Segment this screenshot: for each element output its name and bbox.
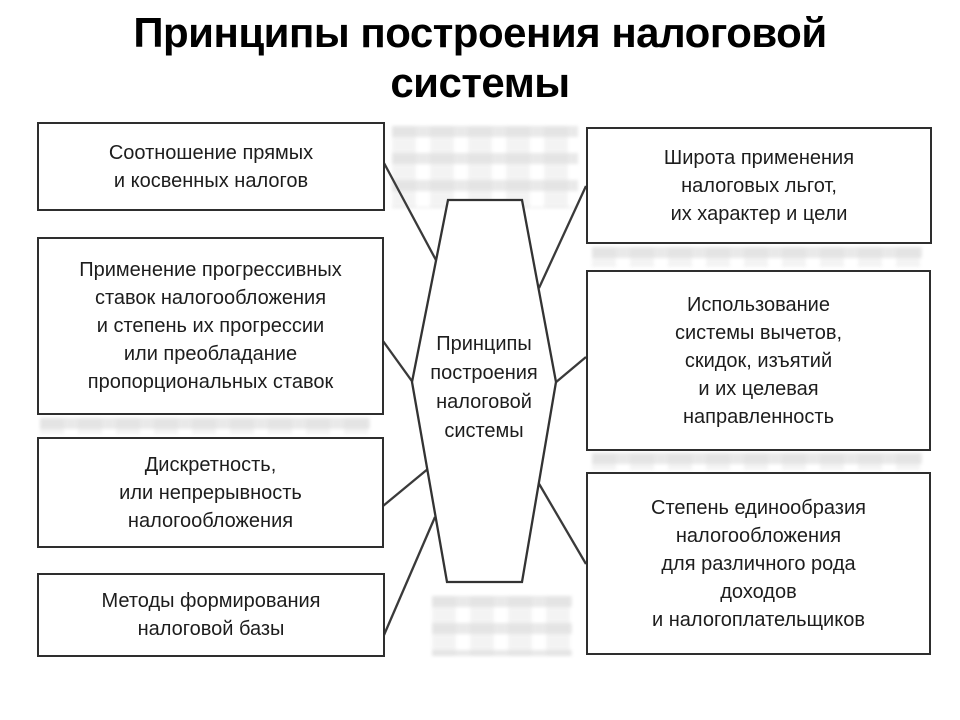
- scan-artifact: [592, 247, 922, 267]
- scan-artifact: [592, 453, 922, 470]
- principle-box-discreteness: Дискретность, или непрерывность налогооб…: [37, 437, 384, 548]
- principle-box-tax-base-methods: Методы формирования налоговой базы: [37, 573, 385, 657]
- connector-left-1: [382, 162, 439, 263]
- center-hexagon: [410, 198, 558, 584]
- scan-artifact: [392, 126, 578, 208]
- page-title: Принципы построения налоговой системы: [133, 9, 827, 106]
- scan-artifact: [40, 418, 370, 434]
- connector-left-4: [382, 516, 437, 636]
- connector-right-3: [537, 481, 587, 565]
- principle-box-deductions-system: Использование системы вычетов, скидок, и…: [586, 270, 931, 451]
- principle-box-progressive-rates: Применение прогрессивных ставок налогооб…: [37, 237, 384, 415]
- scan-artifact: [432, 596, 572, 656]
- connector-right-1: [537, 185, 588, 289]
- principle-box-uniformity-degree: Степень единообразия налогообложения для…: [586, 472, 931, 655]
- connector-left-2: [382, 340, 415, 385]
- principle-box-direct-indirect-taxes: Соотношение прямых и косвенных налогов: [37, 122, 385, 211]
- connector-right-2: [554, 356, 587, 384]
- center-hexagon-label: Принципы построения налоговой системы: [430, 333, 538, 442]
- principle-box-tax-benefits: Широта применения налоговых льгот, их ха…: [586, 127, 932, 244]
- connector-left-3: [382, 467, 430, 507]
